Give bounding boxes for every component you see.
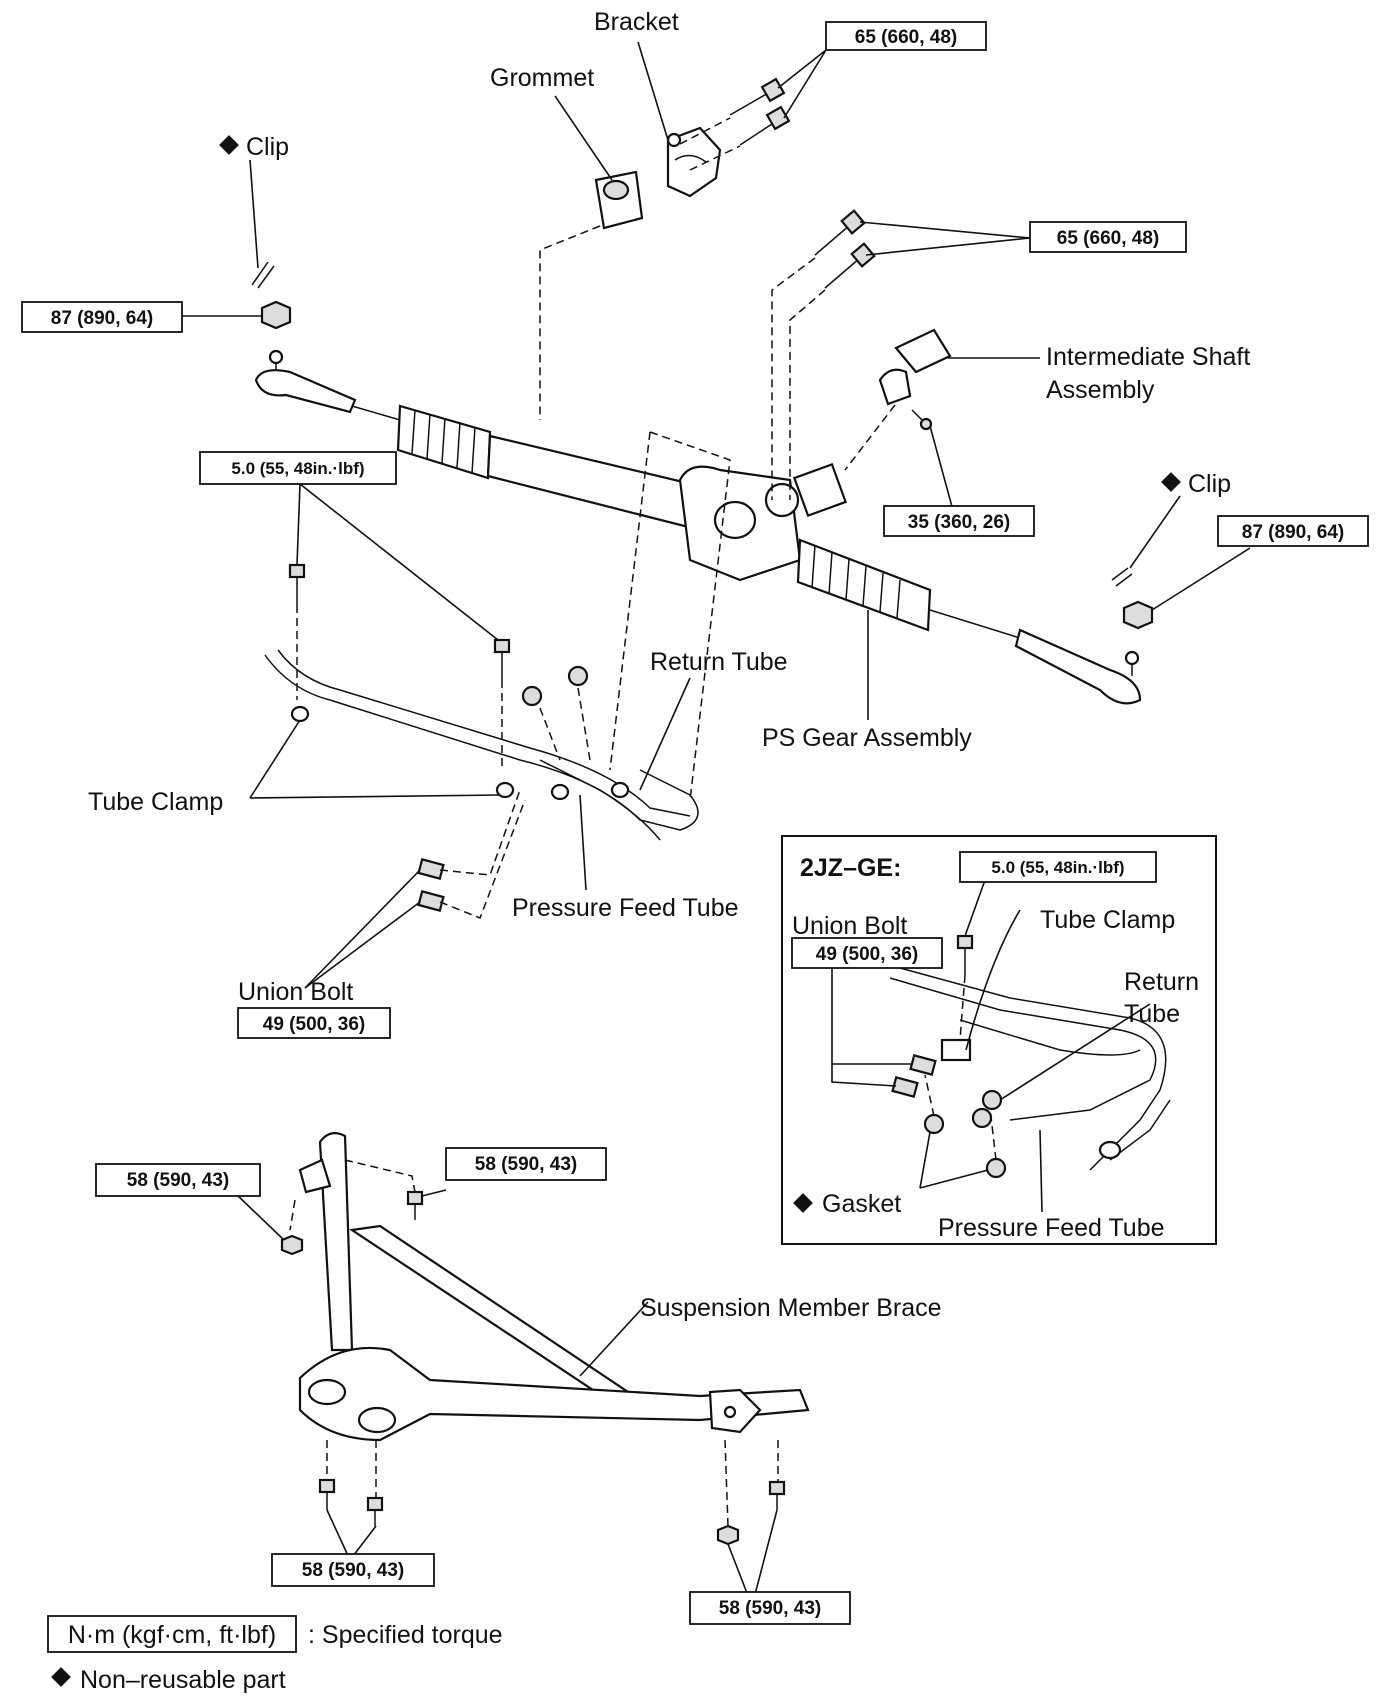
torque-box-brace-bottom-left: 58 (590, 43): [271, 1553, 435, 1587]
torque-box-gear-mount: 65 (660, 48): [1029, 221, 1187, 253]
brace-dashed-lines: [289, 1159, 779, 1527]
torque-box-brace-top-right: 58 (590, 43): [445, 1147, 607, 1181]
inset-label-tube-clamp: Tube Clamp: [1040, 906, 1175, 934]
legend-non-reusable: Non–reusable part: [51, 1666, 286, 1694]
torque-tie-rod-left-text: 87 (890, 64): [51, 308, 153, 329]
torque-box-bracket: 65 (660, 48): [825, 21, 987, 51]
bracket-bolt-2: [739, 105, 791, 146]
label-clip-left: Clip: [219, 133, 289, 161]
torque-box-intermediate-shaft: 35 (360, 26): [883, 505, 1035, 537]
label-intermediate-shaft-line1: Intermediate Shaft: [1046, 343, 1250, 371]
inset-label-gasket: Gasket: [793, 1190, 901, 1218]
nut-left-part: [260, 300, 292, 330]
torque-brace-bottom-right-text: 58 (590, 43): [719, 1598, 821, 1619]
union-bolt-2: [417, 890, 445, 912]
torque-bracket-text: 65 (660, 48): [855, 27, 957, 48]
intermediate-shaft-bolt: [911, 409, 933, 431]
torque-box-union-bolt: 49 (500, 36): [237, 1007, 391, 1039]
torque-box-tube-clamp: 5.0 (55, 48in.·lbf): [199, 451, 397, 485]
torque-tie-rod-right-text: 87 (890, 64): [1242, 522, 1344, 543]
label-return-tube: Return Tube: [650, 648, 788, 676]
union-bolt-1: [417, 858, 445, 880]
torque-inset-clamp-text: 5.0 (55, 48in.·lbf): [991, 858, 1124, 877]
torque-box-tie-rod-left: 87 (890, 64): [21, 301, 183, 333]
clip-right-part: [1111, 567, 1133, 587]
nut-right-part: [1122, 600, 1154, 630]
inset-label-return-line1: Return: [1124, 968, 1199, 996]
tube-gasket-1: [521, 685, 543, 707]
inset-title: 2JZ–GE:: [800, 854, 901, 882]
inset-2jz-ge-panel: [781, 835, 1217, 1245]
torque-box-inset-clamp: 5.0 (55, 48in.·lbf): [959, 851, 1157, 883]
intermediate-shaft-part: [878, 328, 952, 406]
torque-brace-top-left-text: 58 (590, 43): [127, 1170, 229, 1191]
ps-gear-rack: [351, 404, 1021, 639]
inset-label-pressure-feed-tube: Pressure Feed Tube: [938, 1214, 1165, 1242]
tube-clamp-bolt-right: [493, 638, 511, 680]
inset-label-union-bolt: Union Bolt: [792, 912, 907, 940]
label-grommet: Grommet: [490, 64, 594, 92]
inset-label-return-line2: Tube: [1124, 1000, 1180, 1028]
torque-box-brace-bottom-right: 58 (590, 43): [689, 1591, 851, 1625]
legend-torque-units: N·m (kgf·cm, ft·lbf): [68, 1621, 276, 1649]
suspension-member-brace-part: [298, 1131, 810, 1442]
tube-clamp-bolt-left: [288, 563, 306, 605]
label-clip-right: Clip: [1161, 470, 1231, 498]
tube-gasket-2: [567, 665, 589, 687]
grommet-part: [594, 170, 644, 230]
label-clip-left-text: Clip: [246, 133, 289, 161]
torque-brace-bottom-left-text: 58 (590, 43): [302, 1560, 404, 1581]
legend-non-reusable-text: Non–reusable part: [80, 1666, 286, 1694]
label-clip-right-text: Clip: [1188, 470, 1231, 498]
brace-bolts: [280, 1190, 786, 1546]
label-intermediate-shaft-line2: Assembly: [1046, 376, 1155, 404]
torque-box-brace-top-left: 58 (590, 43): [95, 1163, 261, 1197]
tie-rod-end-right: [1014, 628, 1142, 705]
torque-gear-mount-text: 65 (660, 48): [1057, 228, 1159, 249]
pressure-and-return-tubes: [264, 649, 699, 841]
torque-brace-top-right-text: 58 (590, 43): [475, 1154, 577, 1175]
leader-lines: [182, 41, 1251, 989]
torque-union-bolt-text: 49 (500, 36): [263, 1014, 365, 1035]
tie-rod-end-left: [254, 349, 357, 414]
gear-mount-bolt-1: [814, 209, 866, 256]
gear-mount-bolt-2: [824, 242, 876, 289]
label-union-bolt: Union Bolt: [238, 978, 353, 1006]
torque-box-inset-union: 49 (500, 36): [791, 937, 943, 969]
torque-inset-union-text: 49 (500, 36): [816, 944, 918, 965]
legend-specified-torque: N·m (kgf·cm, ft·lbf) : Specified torque: [47, 1615, 503, 1653]
torque-box-tie-rod-right: 87 (890, 64): [1217, 515, 1369, 547]
torque-tube-clamp-text: 5.0 (55, 48in.·lbf): [231, 459, 364, 478]
label-bracket: Bracket: [594, 8, 679, 36]
label-pressure-feed-tube: Pressure Feed Tube: [512, 894, 739, 922]
inset-label-gasket-text: Gasket: [822, 1190, 901, 1218]
label-suspension-member-brace: Suspension Member Brace: [640, 1294, 942, 1322]
clip-left-part: [251, 261, 275, 289]
assembly-dashed-lines: [296, 117, 896, 919]
legend-torque-desc: : Specified torque: [308, 1621, 503, 1649]
label-ps-gear-assembly: PS Gear Assembly: [762, 724, 972, 752]
torque-intermediate-shaft-text: 35 (360, 26): [908, 512, 1010, 533]
bracket-part: [666, 126, 722, 198]
label-tube-clamp: Tube Clamp: [88, 788, 223, 816]
